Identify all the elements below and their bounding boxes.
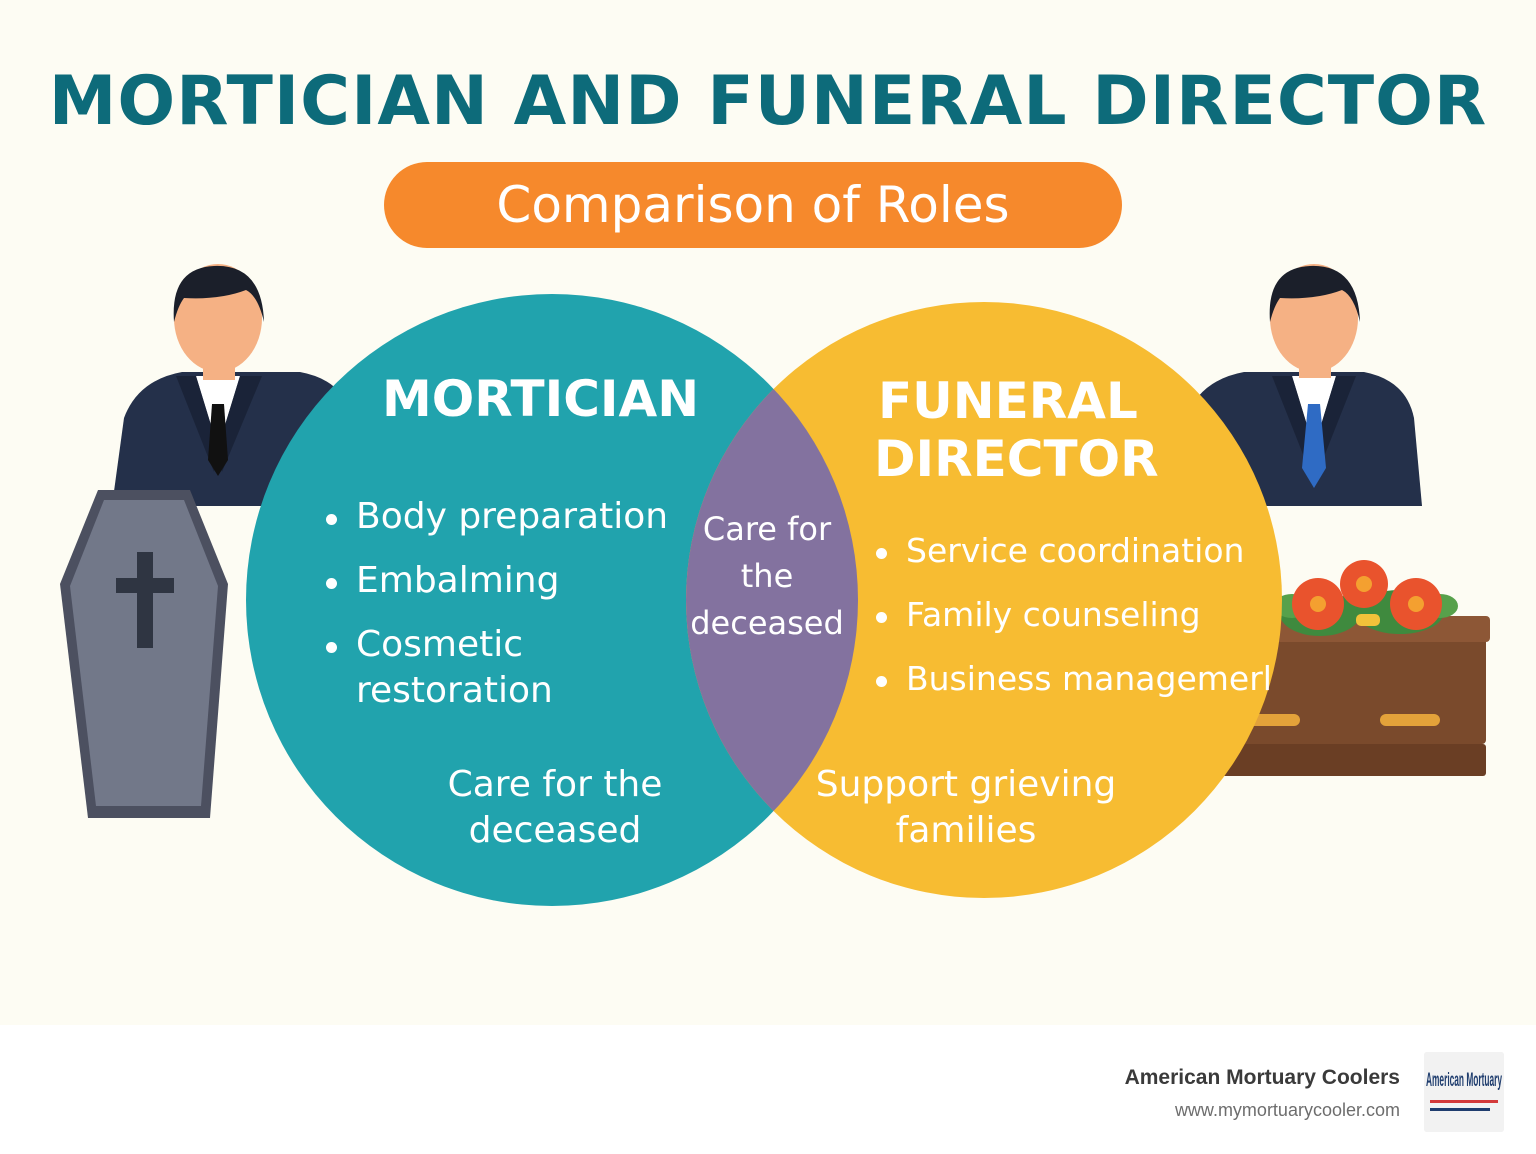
mortician-circle: [246, 294, 858, 906]
brand-logo: American Mortuary: [1424, 1052, 1504, 1132]
list-item: Business managemerl: [872, 658, 1272, 700]
venn-illustration: [60, 264, 1490, 906]
footer-bar: [0, 1025, 1536, 1154]
subtitle-banner: Comparison of Roles: [384, 162, 1122, 248]
list-item: Family counseling: [872, 594, 1272, 636]
person-left-icon: [112, 264, 362, 506]
funeral-director-heading-line1: FUNERAL: [878, 372, 1138, 430]
list-item: Body preparation: [322, 494, 682, 540]
page-title: MORTICIAN AND FUNERAL DIRECTOR: [48, 62, 1488, 141]
mortician-footer: Care for the deceased: [447, 764, 663, 851]
mortician-heading: MORTICIAN: [382, 370, 700, 428]
list-item: Cosmetic restoration: [322, 622, 682, 714]
mortician-duties: Body preparation Embalming Cosmetic rest…: [322, 494, 682, 732]
list-item: Service coordination: [872, 530, 1272, 572]
funeral-director-circle: [686, 302, 1282, 898]
casket-flowers-icon: [1222, 560, 1490, 776]
overlap-text: Care for the deceased: [690, 510, 844, 642]
list-item: Embalming: [322, 558, 682, 604]
brand-url[interactable]: www.mymortuarycooler.com: [1174, 1100, 1400, 1120]
funeral-director-duties: Service coordination Family counseling B…: [872, 530, 1272, 722]
logo-text: American Mortuary: [1426, 1070, 1502, 1091]
brand-name: American Mortuary Coolers: [1124, 1066, 1400, 1089]
funeral-director-footer: Support grieving families: [815, 764, 1117, 851]
subtitle-text: Comparison of Roles: [496, 176, 1010, 234]
coffin-cross-icon: [60, 490, 228, 818]
funeral-director-heading-line2: DIRECTOR: [874, 430, 1159, 488]
